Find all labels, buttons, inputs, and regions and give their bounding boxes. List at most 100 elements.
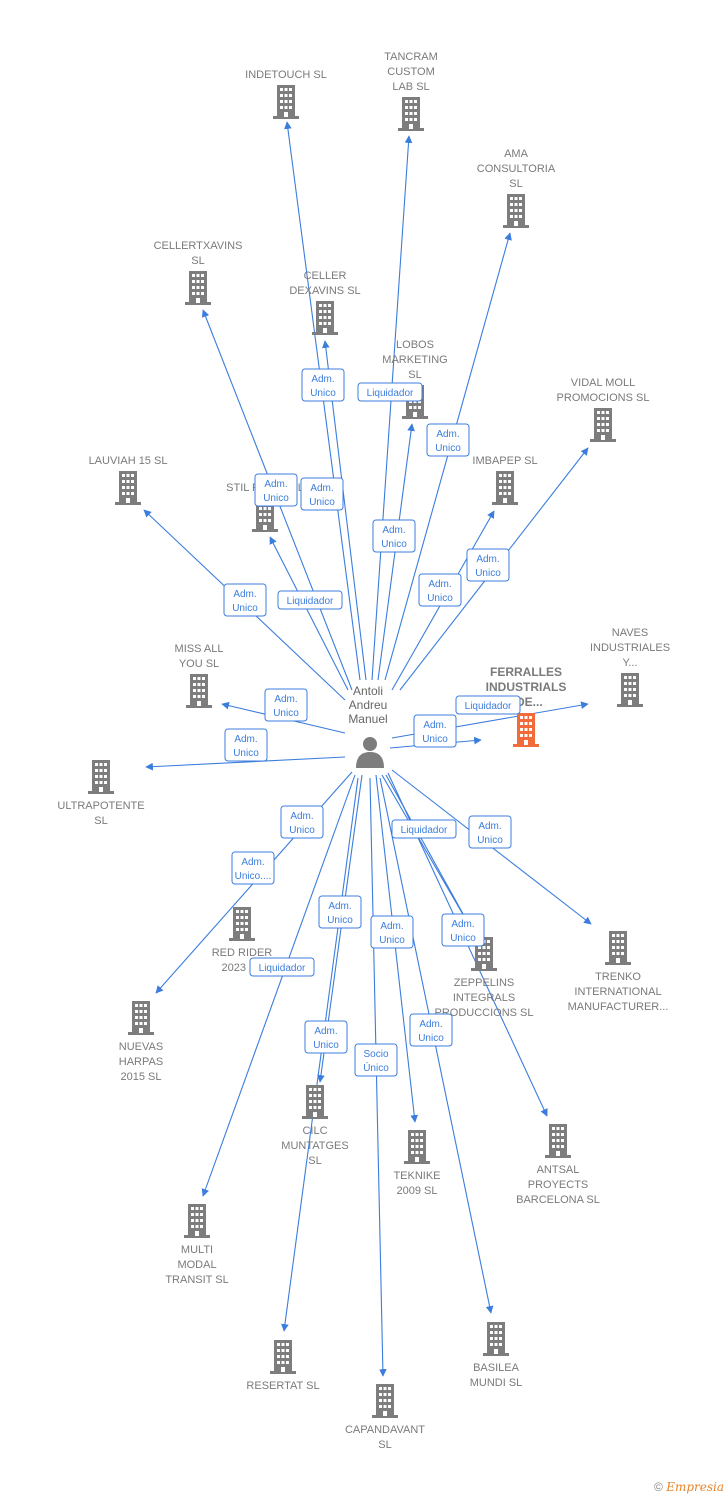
relation-badge[interactable]: Adm.Unico [223, 583, 267, 617]
edge-stil-plant [269, 536, 349, 691]
building-icon [372, 1384, 398, 1418]
relation-badge[interactable]: Adm.Unico [224, 728, 268, 762]
company-label: MISS ALL [175, 643, 224, 655]
relation-label: Adm. [380, 921, 403, 932]
company-label: MULTI [181, 1244, 213, 1256]
relation-badge[interactable]: Liquidador [249, 957, 315, 977]
relation-badge[interactable]: Adm.Unico [413, 714, 457, 748]
company-label: 2015 SL [121, 1071, 162, 1083]
relation-badge[interactable]: Adm.Unico [301, 368, 345, 402]
relation-badge[interactable]: Adm.Unico [468, 815, 512, 849]
relation-badge[interactable]: Adm.Unico [426, 423, 470, 457]
relation-badge[interactable]: Adm.Unico [441, 913, 485, 947]
relation-badge[interactable]: Adm.Unico [372, 519, 416, 553]
relation-label: Unico [422, 734, 448, 745]
person-name: Manuel [348, 712, 387, 726]
relation-badge[interactable]: Adm. Unico [304, 1020, 348, 1054]
relation-badge[interactable]: Adm.Unico [409, 1013, 453, 1047]
company-node-trenko[interactable]: TRENKOINTERNATIONALMANUFACTURER... [568, 931, 669, 1013]
building-icon [273, 85, 299, 119]
company-label: Y... [622, 657, 637, 669]
relation-label: Socio [363, 1049, 388, 1060]
company-label: IMBAPEP SL [472, 455, 537, 467]
company-label: YOU SL [179, 658, 219, 670]
person-icon-body [356, 752, 384, 768]
relation-label: Unico [477, 835, 503, 846]
company-node-imbapep[interactable]: IMBAPEP SL [472, 455, 538, 505]
relation-label: Liquidador [465, 701, 512, 712]
building-icon [186, 674, 212, 708]
building-icon [312, 301, 338, 335]
relation-badge[interactable]: Liquidador [357, 382, 423, 402]
building-icon [128, 1001, 154, 1035]
relation-label: Único [363, 1061, 389, 1074]
relation-badge[interactable]: Adm.Unico [300, 477, 344, 511]
company-node-lauviah[interactable]: LAUVIAH 15 SL [89, 455, 168, 505]
company-node-resertat[interactable]: RESERTAT SL [246, 1340, 320, 1392]
relation-badge[interactable]: Adm.Unico [370, 915, 414, 949]
building-icon [503, 194, 529, 228]
relation-label: Unico [327, 915, 353, 926]
relation-label: Adm. [328, 901, 351, 912]
company-label: DEXAVINS SL [289, 285, 360, 297]
company-label: TRANSIT SL [165, 1274, 228, 1286]
relations-layer: Adm.UnicoAdm.UnicoAdm.UnicoAdm.UnicoAdm.… [223, 368, 521, 1077]
company-label: AMA [504, 148, 529, 160]
relation-badge[interactable]: Adm. Unico [318, 895, 362, 929]
relation-badge[interactable]: Liquidador [277, 590, 343, 610]
company-node-miss-all-you[interactable]: MISS ALL YOU SL [175, 643, 224, 708]
relation-badge[interactable]: Adm.Unico [264, 688, 308, 722]
company-label: TRENKO [595, 971, 641, 983]
relation-badge[interactable]: Liquidador [391, 819, 457, 839]
building-icon [229, 907, 255, 941]
relation-badge[interactable]: Liquidador [455, 695, 521, 715]
company-label: SL [378, 1439, 391, 1451]
company-label: INDUSTRIALS [486, 680, 567, 694]
company-label: SL [509, 178, 522, 190]
relation-label: Unico [273, 708, 299, 719]
relation-label: Unico [313, 1040, 339, 1051]
relation-badge[interactable]: Adm.Unico.... [231, 851, 275, 885]
building-icon [270, 1340, 296, 1374]
relation-badge[interactable]: Adm.Unico [466, 548, 510, 582]
building-icon [492, 471, 518, 505]
building-icon [302, 1085, 328, 1119]
relation-label: Adm. [314, 1026, 337, 1037]
company-node-naves[interactable]: NAVESINDUSTRIALESY... [590, 627, 670, 707]
company-label: CUSTOM [387, 66, 434, 78]
brand-logo[interactable]: Empresia [666, 1480, 724, 1494]
company-node-indetouch[interactable]: INDETOUCH SL [245, 69, 327, 119]
building-icon [398, 97, 424, 131]
relation-badge[interactable]: Adm.Unico [280, 805, 324, 839]
company-label: FERRALLES [490, 665, 562, 679]
company-label: LAUVIAH 15 SL [89, 455, 168, 467]
relation-badge[interactable]: Adm.Unico [418, 573, 462, 607]
relation-label: Unico [450, 933, 476, 944]
company-label: RESERTAT SL [246, 1380, 319, 1392]
relation-badge[interactable]: Adm.Unico [254, 473, 298, 507]
building-icon [513, 713, 539, 747]
company-label: MUNTATGES [281, 1140, 348, 1152]
edge-zeppelins [381, 774, 473, 931]
building-icon [617, 673, 643, 707]
company-label: ZEPPELINS [454, 977, 515, 989]
